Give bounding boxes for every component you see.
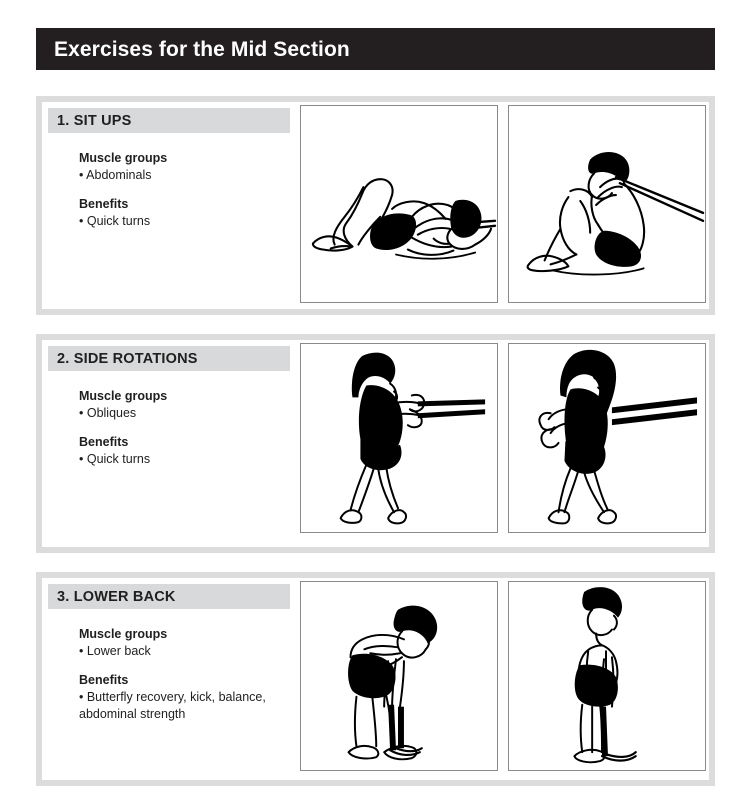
spacer <box>79 185 290 196</box>
exercise-figure-side-rotations-start <box>300 343 498 533</box>
exercise-heading: 2. SIDE ROTATIONS <box>48 346 290 371</box>
exercise-heading: 3. LOWER BACK <box>48 584 290 609</box>
benefits-label: Benefits <box>79 434 129 449</box>
exercise-figure-side-rotations-end <box>508 343 706 533</box>
exercise-text-column: 3. LOWER BACK Muscle groups • Lower back… <box>48 584 290 724</box>
muscle-groups-label: Muscle groups <box>79 627 168 641</box>
benefits-value: • Quick turns <box>79 451 151 466</box>
exercise-details: Muscle groups • Obliques Benefits • Quic… <box>48 371 290 468</box>
exercise-text-column: 1. SIT UPS Muscle groups • Abdominals Be… <box>48 108 290 230</box>
exercise-card-lower-back: 3. LOWER BACK Muscle groups • Lower back… <box>36 572 715 786</box>
benefits-value: • Quick turns <box>79 213 151 228</box>
exercise-text-column: 2. SIDE ROTATIONS Muscle groups • Obliqu… <box>48 346 290 468</box>
benefits-value: • Butterfly recovery, kick, balance, abd… <box>79 689 266 722</box>
exercise-figure-lower-back-upright <box>508 581 706 771</box>
benefits-label: Benefits <box>79 672 129 687</box>
exercise-figure-lower-back-bent <box>300 581 498 771</box>
muscle-groups-label: Muscle groups <box>79 389 168 403</box>
spacer <box>79 661 290 672</box>
muscle-groups-value: • Abdominals <box>79 167 152 182</box>
benefits-label: Benefits <box>79 196 129 211</box>
spacer <box>79 423 290 434</box>
exercise-details: Muscle groups • Lower back Benefits • Bu… <box>48 609 290 724</box>
page-title-bar: Exercises for the Mid Section <box>36 28 715 70</box>
exercise-figure-sit-ups-end <box>508 105 706 303</box>
exercise-card-sit-ups: 1. SIT UPS Muscle groups • Abdominals Be… <box>36 96 715 315</box>
muscle-groups-value: • Obliques <box>79 405 137 420</box>
muscle-groups-value: • Lower back <box>79 643 151 658</box>
page-title: Exercises for the Mid Section <box>54 37 350 61</box>
exercise-details: Muscle groups • Abdominals Benefits • Qu… <box>48 133 290 230</box>
exercise-heading: 1. SIT UPS <box>48 108 290 133</box>
exercise-card-side-rotations: 2. SIDE ROTATIONS Muscle groups • Obliqu… <box>36 334 715 553</box>
exercise-figure-sit-ups-start <box>300 105 498 303</box>
muscle-groups-label: Muscle groups <box>79 151 168 165</box>
